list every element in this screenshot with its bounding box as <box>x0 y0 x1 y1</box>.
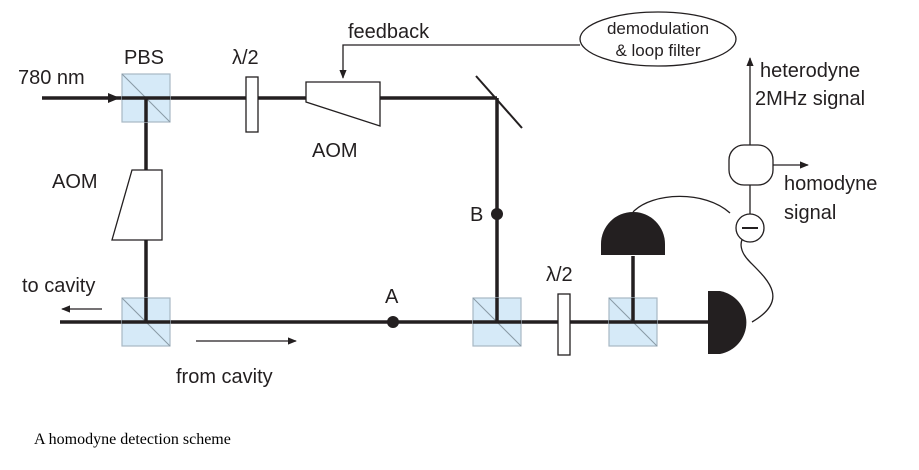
input-beam-arrow-icon <box>108 93 120 103</box>
loop-filter-label: & loop filter <box>615 41 700 60</box>
wire-right-detector <box>740 235 774 323</box>
wire-top-detector <box>632 195 731 214</box>
halfwave-top-label: λ/2 <box>232 47 259 69</box>
homodyne-signal-label: signal <box>784 202 836 224</box>
halfwave-bottom-label: λ/2 <box>546 264 573 286</box>
demodulation-loop-filter-unit <box>579 11 737 67</box>
point-a-label: A <box>385 286 399 308</box>
wavelength-label: 780 nm <box>18 67 85 89</box>
beam-overlay <box>122 96 657 324</box>
point-b-label: B <box>470 204 483 226</box>
halfwave-plate-top <box>245 76 259 133</box>
point-b-marker <box>491 208 503 220</box>
aom-left-modulator <box>111 169 163 241</box>
photodetector-top <box>601 212 665 255</box>
mirror <box>475 75 523 129</box>
feedback-line <box>339 44 580 79</box>
point-a-marker <box>387 316 399 328</box>
from-cavity-label: from cavity <box>176 366 273 388</box>
halfwave-plate-bottom <box>557 293 571 356</box>
aom-top-label: AOM <box>312 140 358 162</box>
demodulation-label: demodulation <box>607 19 709 38</box>
signal-splitter-box <box>728 144 774 186</box>
heterodyne-label: heterodyne <box>760 60 860 82</box>
feedback-label: feedback <box>348 21 430 43</box>
to-cavity-label: to cavity <box>22 275 95 297</box>
pbs-label: PBS <box>124 47 164 69</box>
aom-left-label: AOM <box>52 171 98 193</box>
aom-top-modulator <box>305 81 381 127</box>
homodyne-label: homodyne <box>784 173 877 195</box>
photodetector-right <box>708 291 747 354</box>
figure-caption: A homodyne detection scheme <box>34 431 231 448</box>
heterodyne-signal-label: 2MHz signal <box>755 88 865 110</box>
